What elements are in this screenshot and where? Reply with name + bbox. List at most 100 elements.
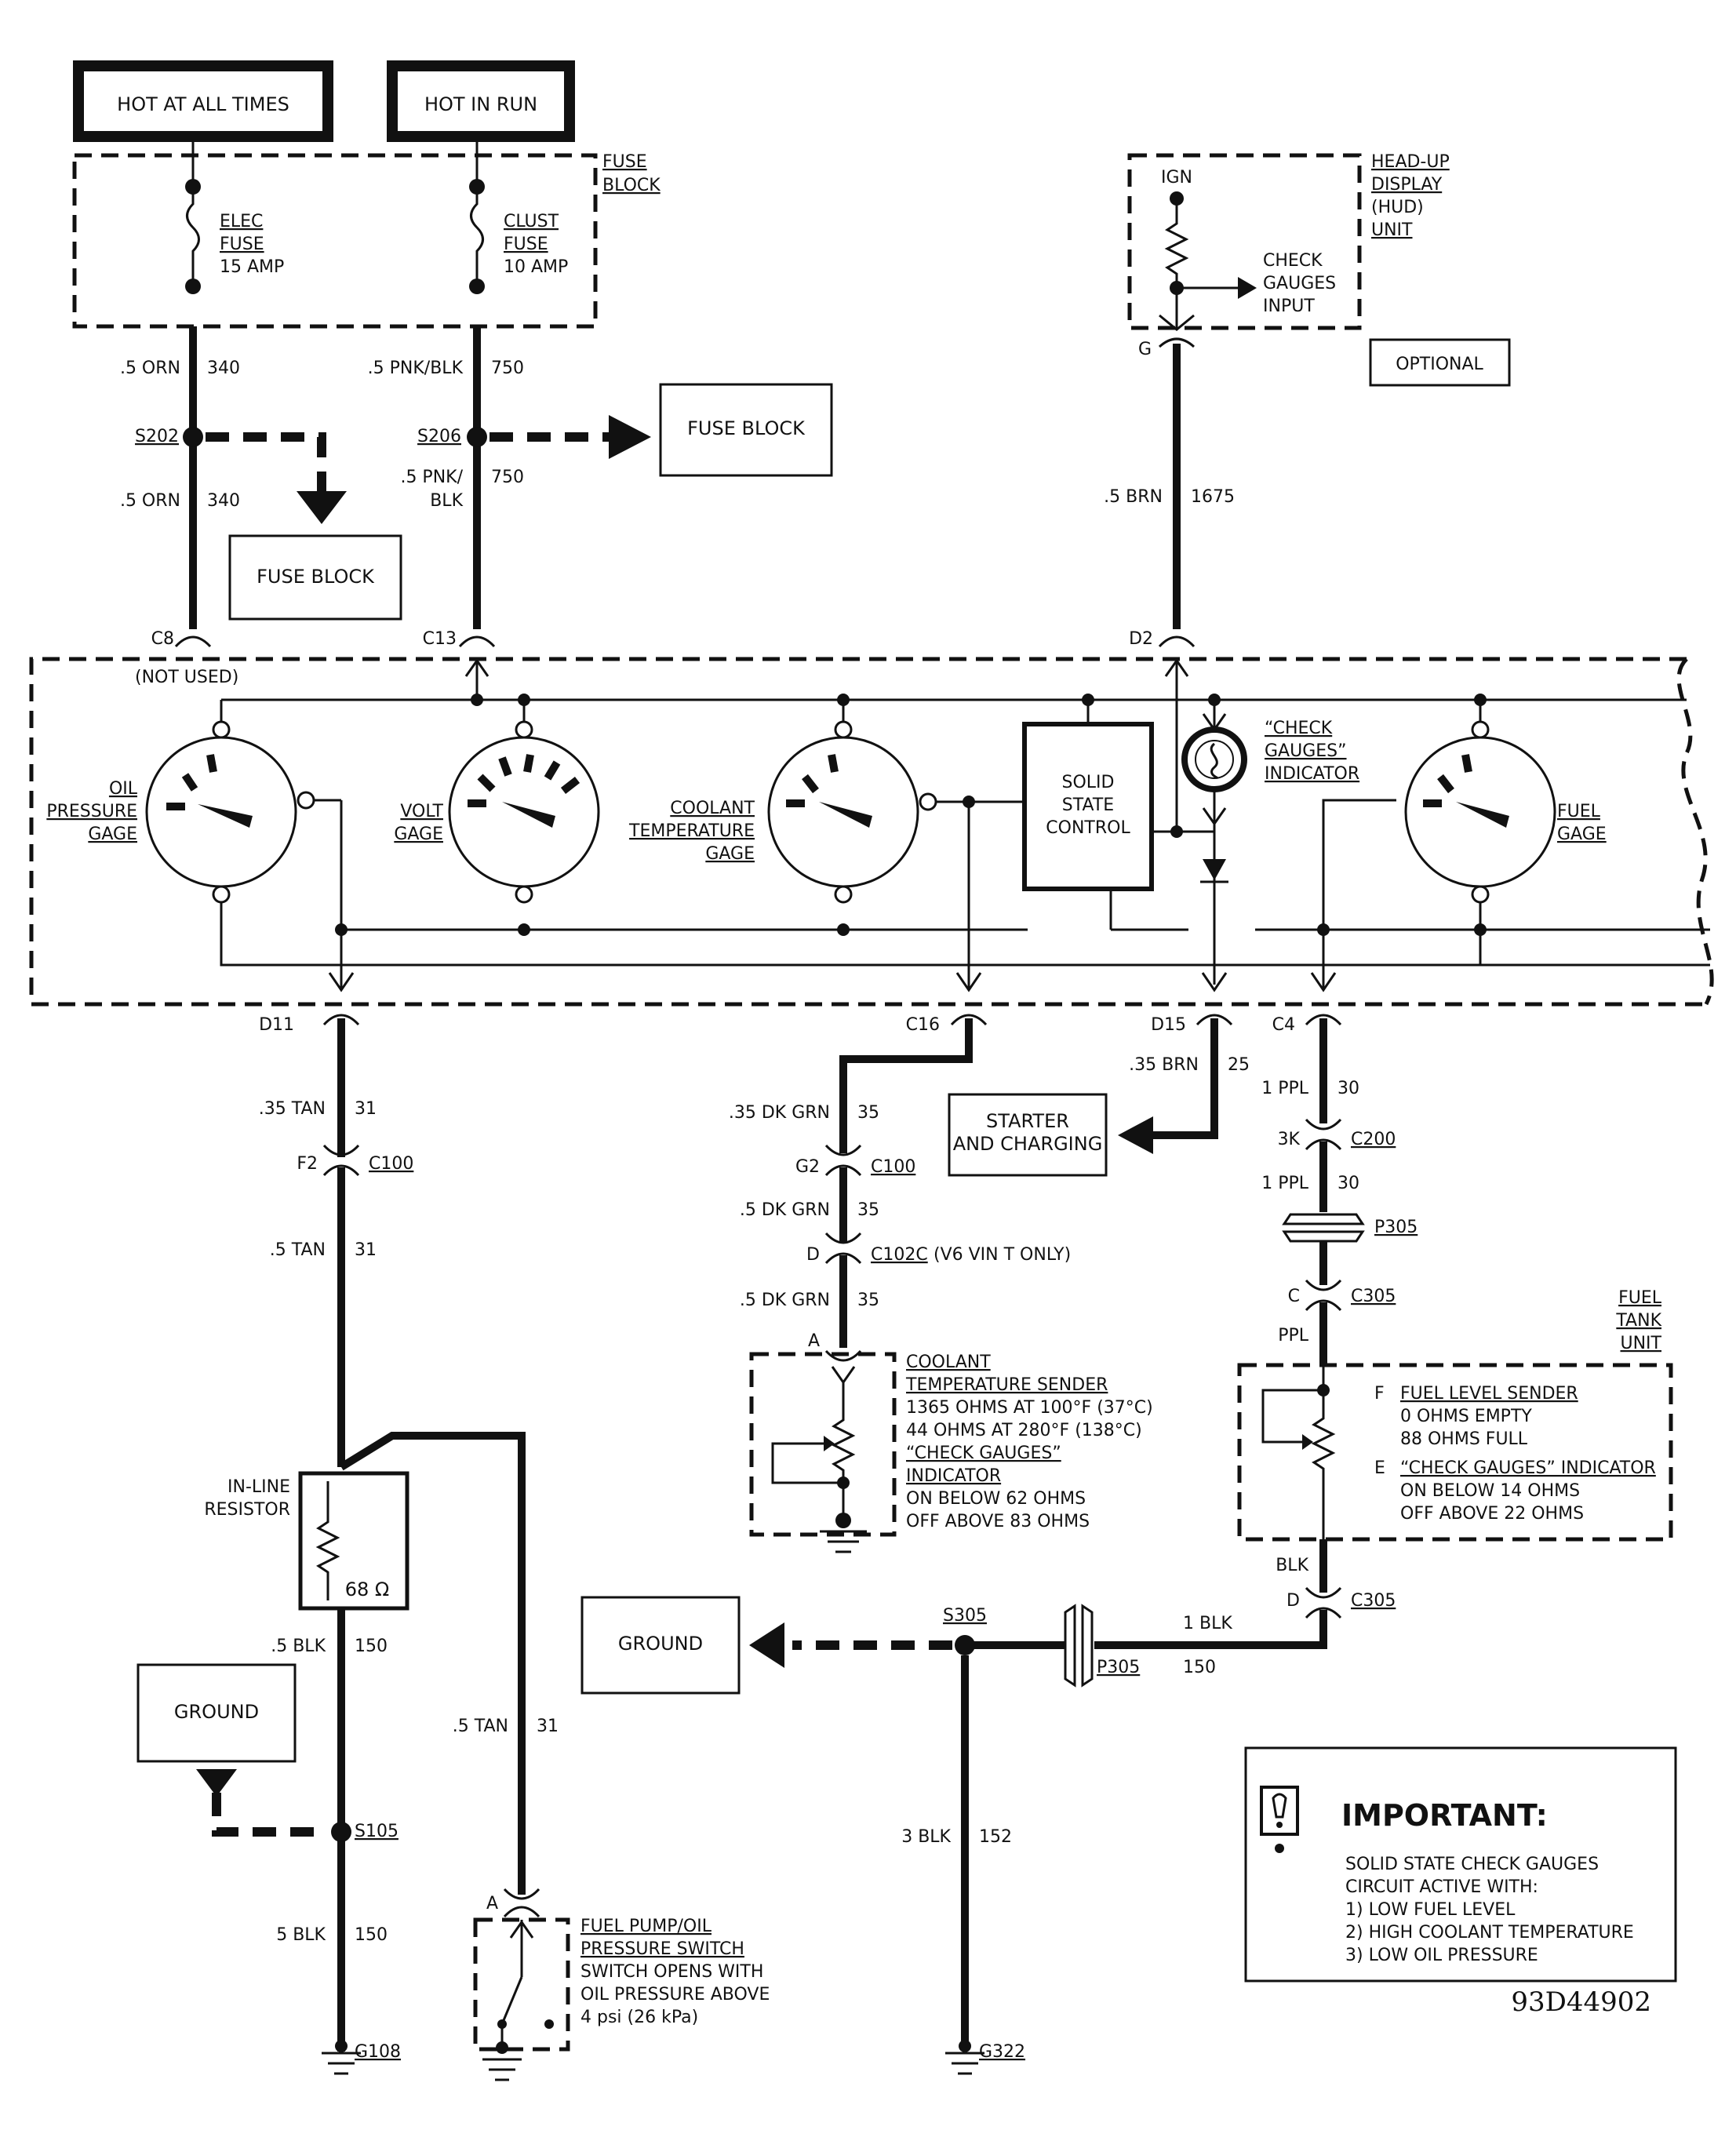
svg-text:35: 35	[857, 1291, 879, 1310]
coolant-temperature-gage	[767, 720, 937, 904]
svg-text:RESISTOR: RESISTOR	[204, 1500, 290, 1520]
volt-gage	[448, 720, 600, 904]
ground-ref-b	[580, 1596, 741, 1695]
svg-text:GAGE: GAGE	[705, 844, 755, 864]
elec-fuse-symbol	[186, 187, 200, 286]
svg-text:OFF ABOVE 83 OHMS: OFF ABOVE 83 OHMS	[906, 1512, 1090, 1531]
svg-text:150: 150	[355, 1925, 388, 1945]
svg-text:FUEL PUMP/OIL: FUEL PUMP/OIL	[580, 1917, 712, 1936]
svg-text:35: 35	[857, 1200, 879, 1220]
svg-text:C16: C16	[906, 1015, 940, 1035]
svg-text:C102C: C102C	[871, 1245, 928, 1265]
svg-text:.5 ORN: .5 ORN	[120, 491, 180, 511]
svg-text:AND CHARGING: AND CHARGING	[953, 1133, 1103, 1155]
svg-text:.5 BRN: .5 BRN	[1104, 487, 1163, 507]
svg-text:D2: D2	[1129, 629, 1153, 649]
svg-text:.5 BLK: .5 BLK	[271, 1637, 326, 1656]
svg-text:“CHECK GAUGES”: “CHECK GAUGES”	[906, 1444, 1061, 1463]
svg-text:F2: F2	[297, 1154, 318, 1174]
svg-text:.35 DK GRN: .35 DK GRN	[729, 1103, 830, 1123]
svg-text:4 psi (26 kPa): 4 psi (26 kPa)	[580, 2008, 698, 2027]
fuse-block-label-2: BLOCK	[602, 176, 661, 195]
svg-text:C13: C13	[423, 629, 457, 649]
svg-text:D11: D11	[259, 1015, 294, 1035]
splice-s305	[955, 1635, 975, 1655]
svg-text:COOLANT: COOLANT	[670, 799, 755, 818]
svg-text:C305: C305	[1351, 1591, 1396, 1611]
svg-text:PPL: PPL	[1278, 1326, 1309, 1345]
figure-id: 93D44902	[1511, 1986, 1651, 2018]
svg-text:3 BLK: 3 BLK	[901, 1827, 951, 1847]
clust-fuse-label-2: FUSE	[504, 235, 548, 254]
svg-text:(HUD): (HUD)	[1371, 198, 1424, 217]
svg-text:.5 DK GRN: .5 DK GRN	[740, 1291, 830, 1310]
svg-text:C200: C200	[1351, 1130, 1396, 1149]
svg-text:PRESSURE: PRESSURE	[46, 802, 137, 821]
fuse-block-ref-a	[228, 534, 402, 621]
ground-g322	[945, 2052, 984, 2075]
svg-text:C305: C305	[1351, 1287, 1396, 1306]
svg-text:C4: C4	[1272, 1015, 1295, 1035]
wire-dk-grn-35	[839, 1018, 973, 1153]
svg-text:INDICATOR: INDICATOR	[1265, 764, 1359, 784]
svg-text:31: 31	[355, 1099, 377, 1119]
svg-text:TANK: TANK	[1615, 1311, 1661, 1331]
splice-s105	[331, 1822, 351, 1842]
svg-text:UNIT: UNIT	[1621, 1334, 1662, 1353]
svg-text:“CHECK GAUGES” INDICATOR: “CHECK GAUGES” INDICATOR	[1400, 1458, 1656, 1478]
svg-text:1 PPL: 1 PPL	[1261, 1174, 1309, 1193]
svg-text:A: A	[808, 1331, 820, 1351]
svg-text:OFF ABOVE 22 OHMS: OFF ABOVE 22 OHMS	[1400, 1504, 1584, 1524]
svg-text:HEAD-UP: HEAD-UP	[1371, 152, 1450, 172]
svg-text:FUSE BLOCK: FUSE BLOCK	[257, 566, 375, 588]
svg-text:C100: C100	[369, 1154, 413, 1174]
svg-text:COOLANT: COOLANT	[906, 1353, 991, 1372]
svg-text:GROUND: GROUND	[618, 1633, 703, 1655]
hot-at-all-times-label: HOT AT ALL TIMES	[117, 93, 289, 115]
svg-text:CIRCUIT ACTIVE WITH:: CIRCUIT ACTIVE WITH:	[1345, 1877, 1538, 1897]
ground-ref-a	[136, 1663, 297, 1763]
svg-text:G: G	[1138, 340, 1152, 359]
svg-text:TEMPERATURE SENDER: TEMPERATURE SENDER	[905, 1375, 1108, 1395]
svg-text:F: F	[1374, 1384, 1385, 1404]
svg-text:G322: G322	[979, 2042, 1025, 2062]
svg-text:S305: S305	[943, 1606, 987, 1626]
svg-text:GAUGES: GAUGES	[1263, 274, 1336, 293]
cluster-outline	[29, 657, 1706, 1007]
svg-text:1 BLK: 1 BLK	[1183, 1614, 1232, 1633]
svg-text:DISPLAY: DISPLAY	[1371, 175, 1443, 195]
p305-connector-b	[1064, 1604, 1094, 1688]
svg-text:1 PPL: 1 PPL	[1261, 1079, 1309, 1098]
svg-text:GROUND: GROUND	[174, 1701, 259, 1723]
svg-text:OIL: OIL	[109, 779, 138, 799]
svg-text:.5 DK GRN: .5 DK GRN	[740, 1200, 830, 1220]
starter-and-charging-ref	[948, 1093, 1108, 1177]
svg-text:31: 31	[537, 1717, 559, 1736]
svg-text:VOLT: VOLT	[400, 802, 443, 821]
ground-coolant	[820, 1530, 867, 1553]
svg-text:30: 30	[1337, 1174, 1359, 1193]
important-note-box	[1244, 1746, 1677, 1983]
svg-text:25: 25	[1228, 1055, 1250, 1075]
ground-g108	[322, 2052, 361, 2075]
svg-text:1675: 1675	[1191, 487, 1235, 507]
svg-text:“CHECK: “CHECK	[1265, 719, 1333, 738]
svg-text:750: 750	[491, 468, 524, 487]
svg-text:BLK: BLK	[1276, 1556, 1308, 1575]
svg-text:IMPORTANT:: IMPORTANT:	[1341, 1798, 1548, 1833]
svg-text:.5 ORN: .5 ORN	[120, 359, 180, 378]
svg-text:FUEL: FUEL	[1557, 802, 1601, 821]
svg-text:44 OHMS AT 280°F (138°C): 44 OHMS AT 280°F (138°C)	[906, 1421, 1142, 1440]
svg-text:ON BELOW 14 OHMS: ON BELOW 14 OHMS	[1400, 1481, 1580, 1501]
svg-text:68 Ω: 68 Ω	[345, 1578, 390, 1600]
svg-text:152: 152	[979, 1827, 1012, 1847]
svg-text:FUEL: FUEL	[1618, 1288, 1662, 1308]
splice-s206	[467, 427, 487, 447]
svg-text:.5 PNK/BLK: .5 PNK/BLK	[368, 359, 464, 378]
svg-text:TEMPERATURE: TEMPERATURE	[628, 821, 755, 841]
svg-text:G2: G2	[795, 1157, 820, 1177]
svg-text:A: A	[486, 1894, 498, 1913]
svg-text:340: 340	[207, 359, 240, 378]
svg-text:GAGE: GAGE	[88, 825, 137, 844]
